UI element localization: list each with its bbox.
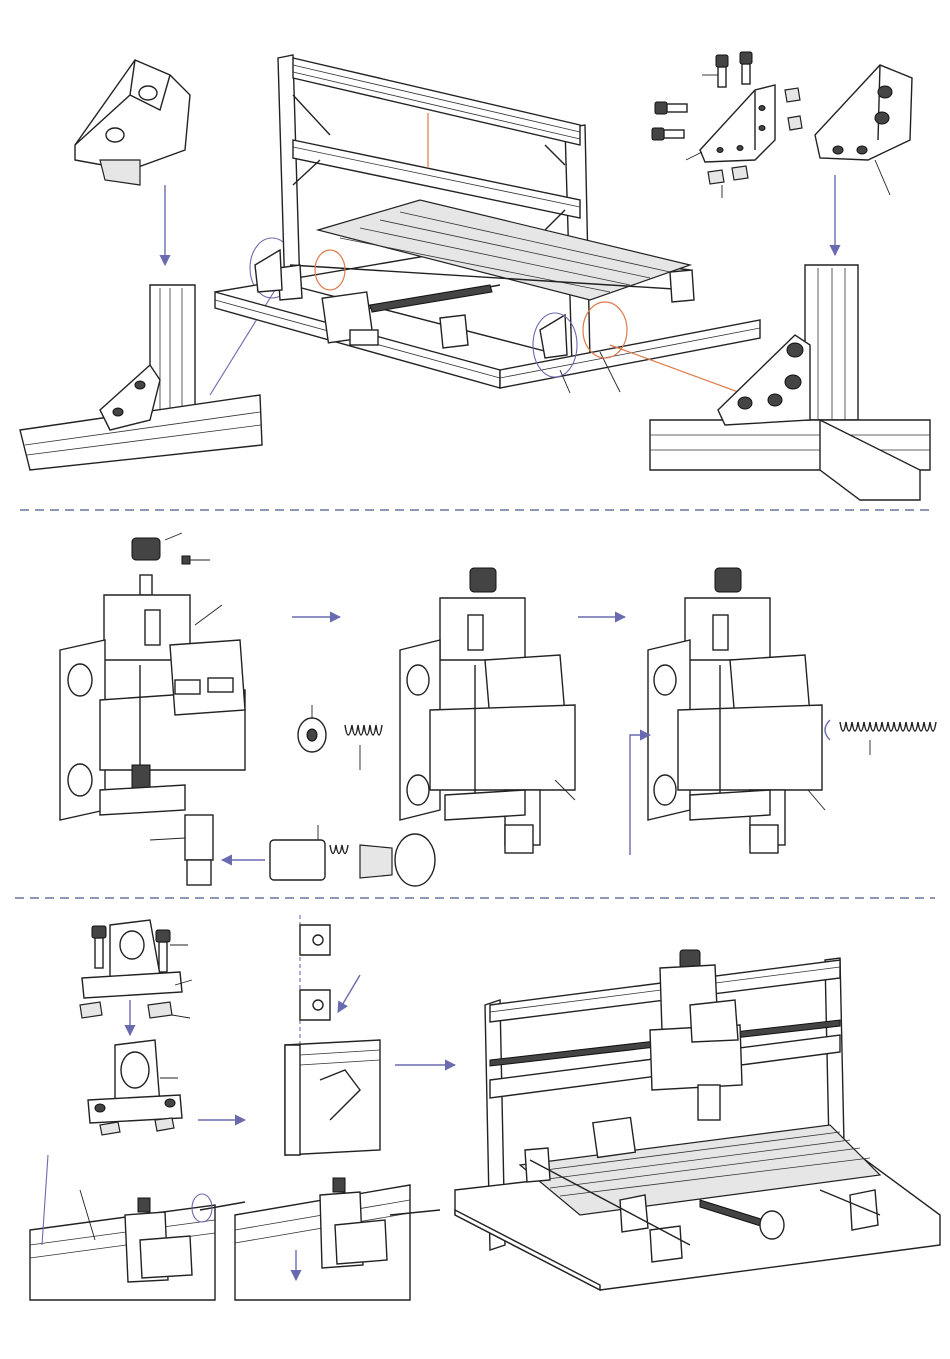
rail-install-views [30,1155,440,1300]
section-frame-assembly [20,52,930,500]
bracket-zoom-left [20,238,294,470]
spindle-carriage-exploded [60,533,340,885]
bracket-assembled-right [815,65,912,255]
section-rail-assembly [30,915,940,1300]
bracket-screws-exploded [652,52,802,198]
rail-clip-detail [285,915,455,1155]
spindle-carriage-right [630,568,936,855]
shaft-support-exploded [80,920,192,1035]
shaft-support-assembled [88,1040,245,1135]
section-spindle-assembly [60,533,936,886]
finished-machine [455,950,940,1290]
corner-bracket-detail [75,60,190,265]
spindle-carriage-middle [400,568,625,853]
